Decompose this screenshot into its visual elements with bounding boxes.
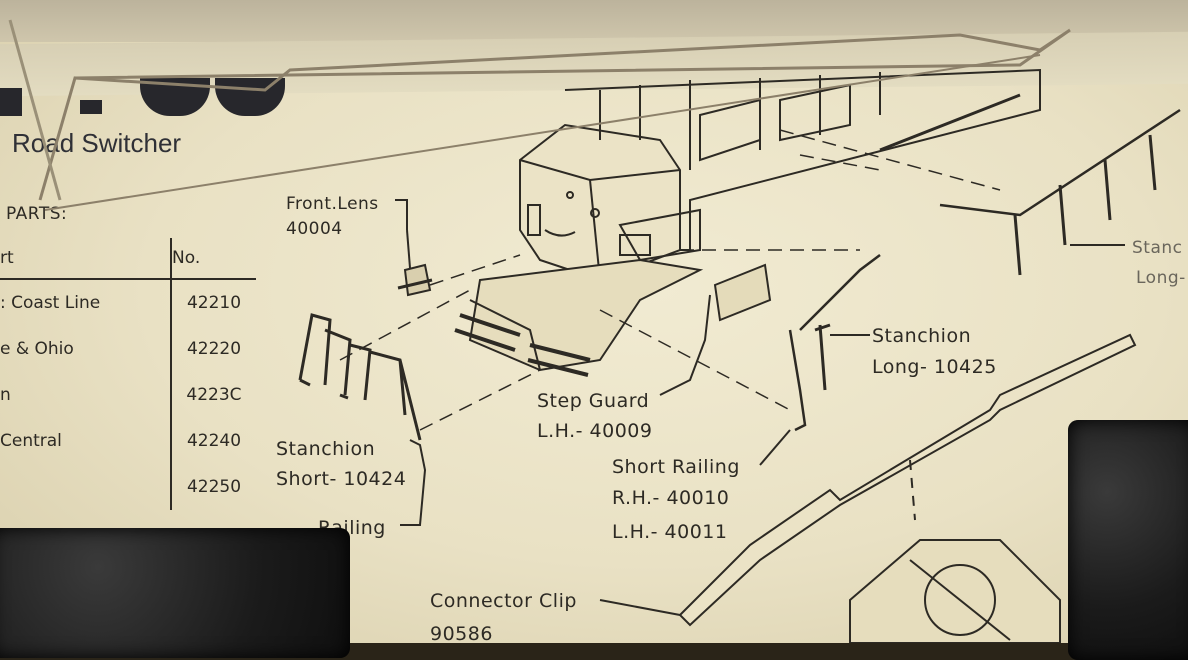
step-guard-label: Step Guard — [537, 390, 650, 412]
part-no: 42220 — [170, 326, 256, 372]
table-header-row: rt No. — [0, 238, 256, 280]
table-row: : Coast Line 42210 — [0, 279, 256, 326]
exploded-parts-diagram — [8, 19, 1181, 643]
stanchion-short-number: Short- 10424 — [276, 468, 407, 490]
part-name: e & Ohio — [0, 339, 74, 359]
parts-table: rt No. : Coast Line 42210 e & Ohio 42220… — [0, 238, 256, 510]
stanchion-long-label: Stanchion — [872, 325, 972, 347]
stanchion-short-label: Stanchion — [276, 438, 376, 460]
connector-clip-label: Connector Clip — [430, 590, 577, 612]
foam-block-right — [1068, 420, 1188, 660]
part-name: Central — [0, 431, 62, 451]
step-guard-number: L.H.- 40009 — [537, 420, 653, 442]
front-lens-number: 40004 — [286, 219, 343, 239]
stanchion-long-right-number: Long- — [1136, 268, 1186, 288]
part-no: 42240 — [170, 418, 256, 464]
connector-clip-number: 90586 — [430, 623, 493, 645]
stanchion-long-number: Long- 10425 — [872, 356, 997, 378]
part-no: 42250 — [170, 464, 256, 510]
short-railing-rh: R.H.- 40010 — [612, 487, 730, 509]
table-row: e & Ohio 42220 — [0, 326, 256, 372]
col-no-header: No. — [170, 238, 256, 280]
wire-hook — [38, 28, 1071, 211]
part-no: 42210 — [170, 279, 256, 326]
part-name: n — [0, 385, 11, 405]
short-railing-lh: L.H.- 40011 — [612, 521, 728, 543]
part-no: 4223C — [170, 372, 256, 418]
front-lens-label: Front.Lens — [286, 194, 379, 214]
locomotive-cab-drawing — [298, 68, 1181, 643]
part-name: : Coast Line — [0, 293, 101, 313]
stanchion-long-right-label: Stanc — [1132, 238, 1183, 258]
table-row: Central 42240 — [0, 418, 256, 464]
foam-block-left — [0, 528, 350, 658]
short-railing-label: Short Railing — [612, 456, 740, 478]
model-number-logo — [0, 70, 285, 120]
table-row: 42250 — [0, 464, 256, 510]
col-part-header: rt — [0, 238, 171, 280]
table-row: n 4223C — [0, 372, 256, 418]
